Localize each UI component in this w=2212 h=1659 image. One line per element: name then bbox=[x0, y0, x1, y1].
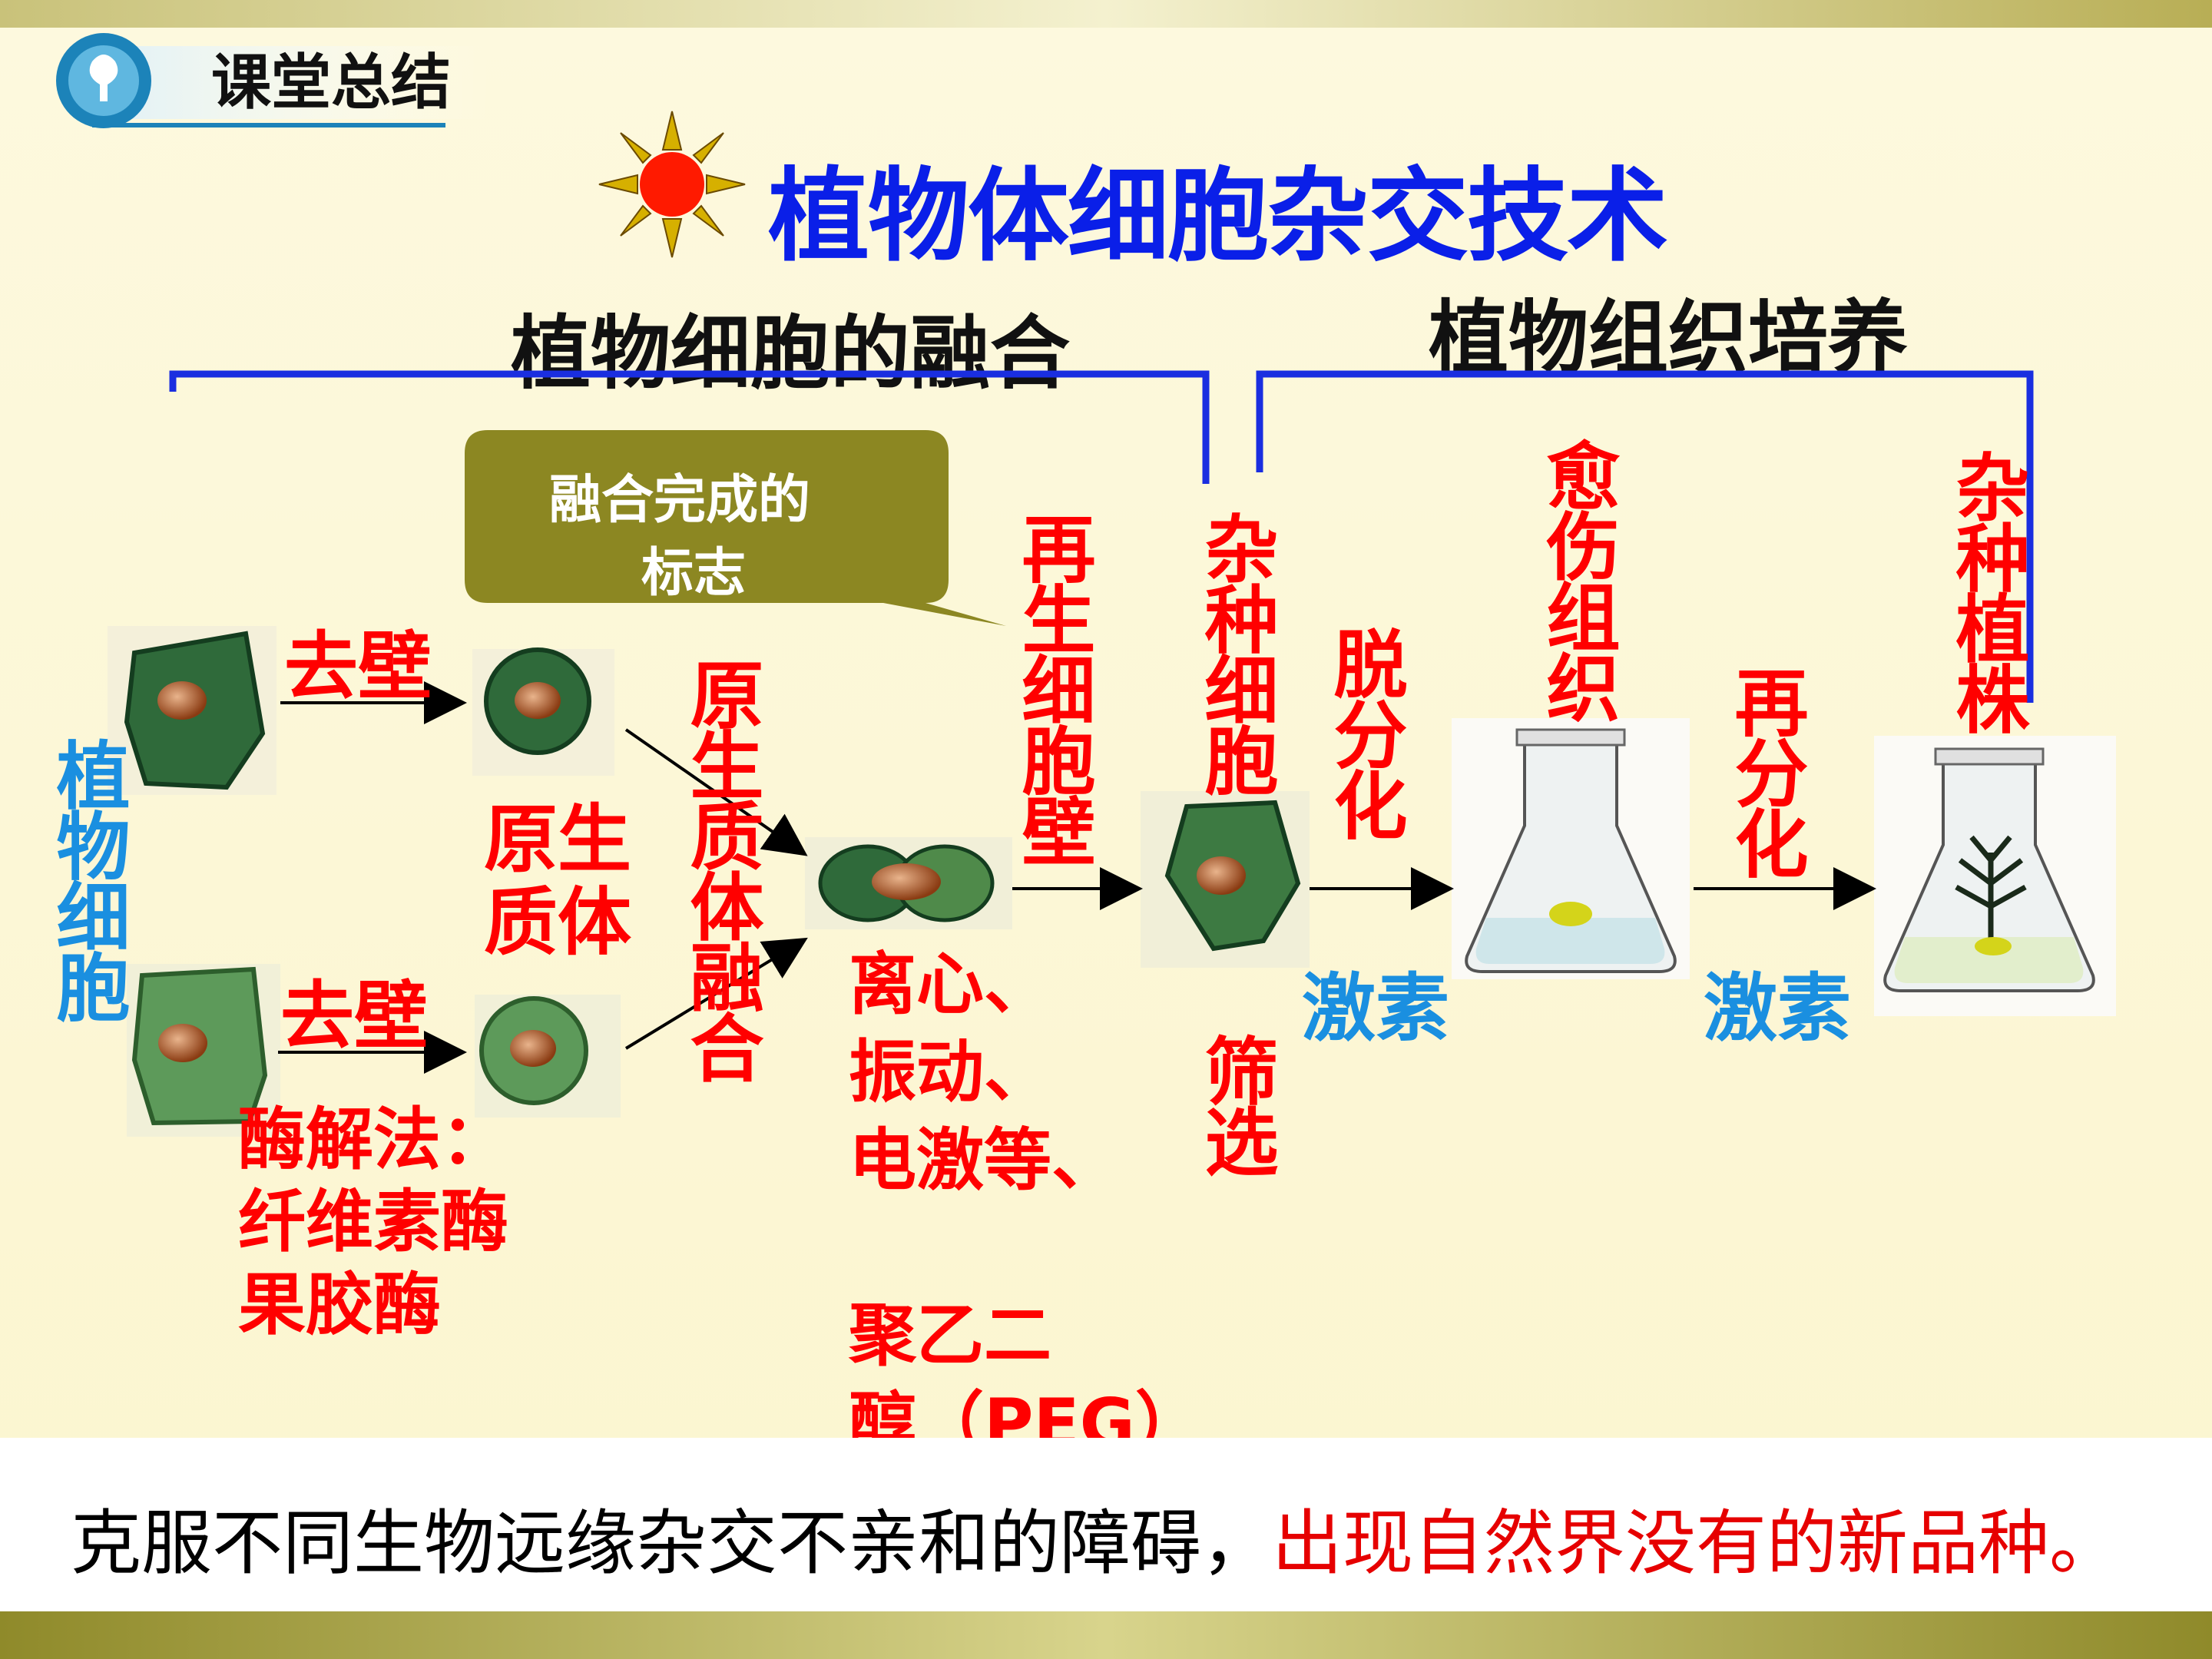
label-dediff: 脱分化 bbox=[1321, 626, 1407, 838]
enzyme-method-line: 果胶酶 bbox=[238, 1264, 442, 1344]
plant-cell-bottom bbox=[127, 964, 280, 1137]
fusion-method-line: 离心、 bbox=[849, 945, 1052, 1024]
fusion-method-line: 振动、 bbox=[849, 1032, 1052, 1112]
section-badge bbox=[46, 31, 507, 131]
label-hybrid-cell: 杂种细胞 bbox=[1192, 511, 1278, 793]
label-callus: 愈伤组织 bbox=[1534, 438, 1620, 720]
phase-culture-title: 植物组织培养 bbox=[1429, 291, 1909, 385]
enzyme-method-line: 纤维素酶 bbox=[238, 1182, 509, 1262]
protoplast-top bbox=[472, 647, 614, 776]
label-plant-cell: 植物细胞 bbox=[44, 737, 130, 1020]
fusing-cells bbox=[805, 837, 1012, 929]
plant-cell-top bbox=[108, 626, 276, 795]
footer-panel bbox=[0, 1438, 2212, 1611]
enzyme-method-line: 酶解法： bbox=[238, 1100, 509, 1179]
flask-plant bbox=[1874, 736, 2116, 1016]
footer-text: 克服不同生物远缘杂交不亲和的障碍，出现自然界没有的新品种。 bbox=[71, 1486, 2120, 1588]
fusion-method-line bbox=[849, 1204, 1203, 1292]
top-band bbox=[0, 0, 2212, 28]
fusion-methods-block: 离心、 振动、 电激等、 聚乙二 醇（PEG） bbox=[849, 941, 1203, 1468]
label-protoplast-text: 原生质体 bbox=[484, 796, 631, 965]
badge-graphic bbox=[56, 33, 492, 128]
label-remove-wall-bottom: 去壁 bbox=[280, 973, 428, 1059]
callout-line-2: 标志 bbox=[641, 543, 747, 604]
main-title: 植物体细胞杂交技术 bbox=[768, 157, 1668, 276]
label-regen-wall: 再生细胞壁 bbox=[1009, 511, 1095, 864]
fusion-bracket bbox=[169, 370, 1210, 484]
sun-icon bbox=[598, 111, 746, 258]
flask-callus bbox=[1452, 718, 1690, 979]
bottom-band bbox=[0, 1611, 2212, 1659]
callout-bubble bbox=[465, 430, 1006, 626]
footer-part-2: 出现自然界没有的新品种。 bbox=[1272, 1502, 2121, 1584]
label-remove-wall-top: 去壁 bbox=[284, 624, 432, 710]
protoplast-bottom bbox=[475, 995, 621, 1118]
fusion-method-line: 电激等、 bbox=[849, 1120, 1120, 1200]
enzyme-method-block: 酶解法： 纤维素酶 果胶酶 bbox=[238, 1098, 508, 1346]
fusion-method-line: 聚乙二 bbox=[849, 1296, 1052, 1376]
hybrid-cell-picture bbox=[1141, 791, 1310, 968]
label-hormone-2: 激素 bbox=[1704, 965, 1851, 1051]
label-protoplast-fusion: 原生质体融合 bbox=[677, 657, 763, 1081]
label-rediff: 再分化 bbox=[1722, 664, 1808, 876]
label-screening: 筛选 bbox=[1192, 1033, 1278, 1174]
section-title: 课堂总结 bbox=[211, 48, 452, 118]
arrow-fuse-bottom bbox=[624, 937, 808, 1050]
callout-line-1: 融合完成的 bbox=[549, 470, 811, 531]
footer-part-1: 克服不同生物远缘杂交不亲和的障碍， bbox=[71, 1502, 1273, 1584]
arrow-fuse-top bbox=[624, 728, 808, 856]
culture-bracket bbox=[1256, 370, 2034, 703]
phase-fusion-title: 植物细胞的融合 bbox=[511, 306, 1071, 400]
label-protoplast: 原生质体 bbox=[484, 796, 637, 965]
lightbulb-icon bbox=[89, 55, 118, 101]
label-hybrid-plant: 杂种植株 bbox=[1943, 449, 2029, 732]
label-hormone-1: 激素 bbox=[1302, 965, 1449, 1051]
